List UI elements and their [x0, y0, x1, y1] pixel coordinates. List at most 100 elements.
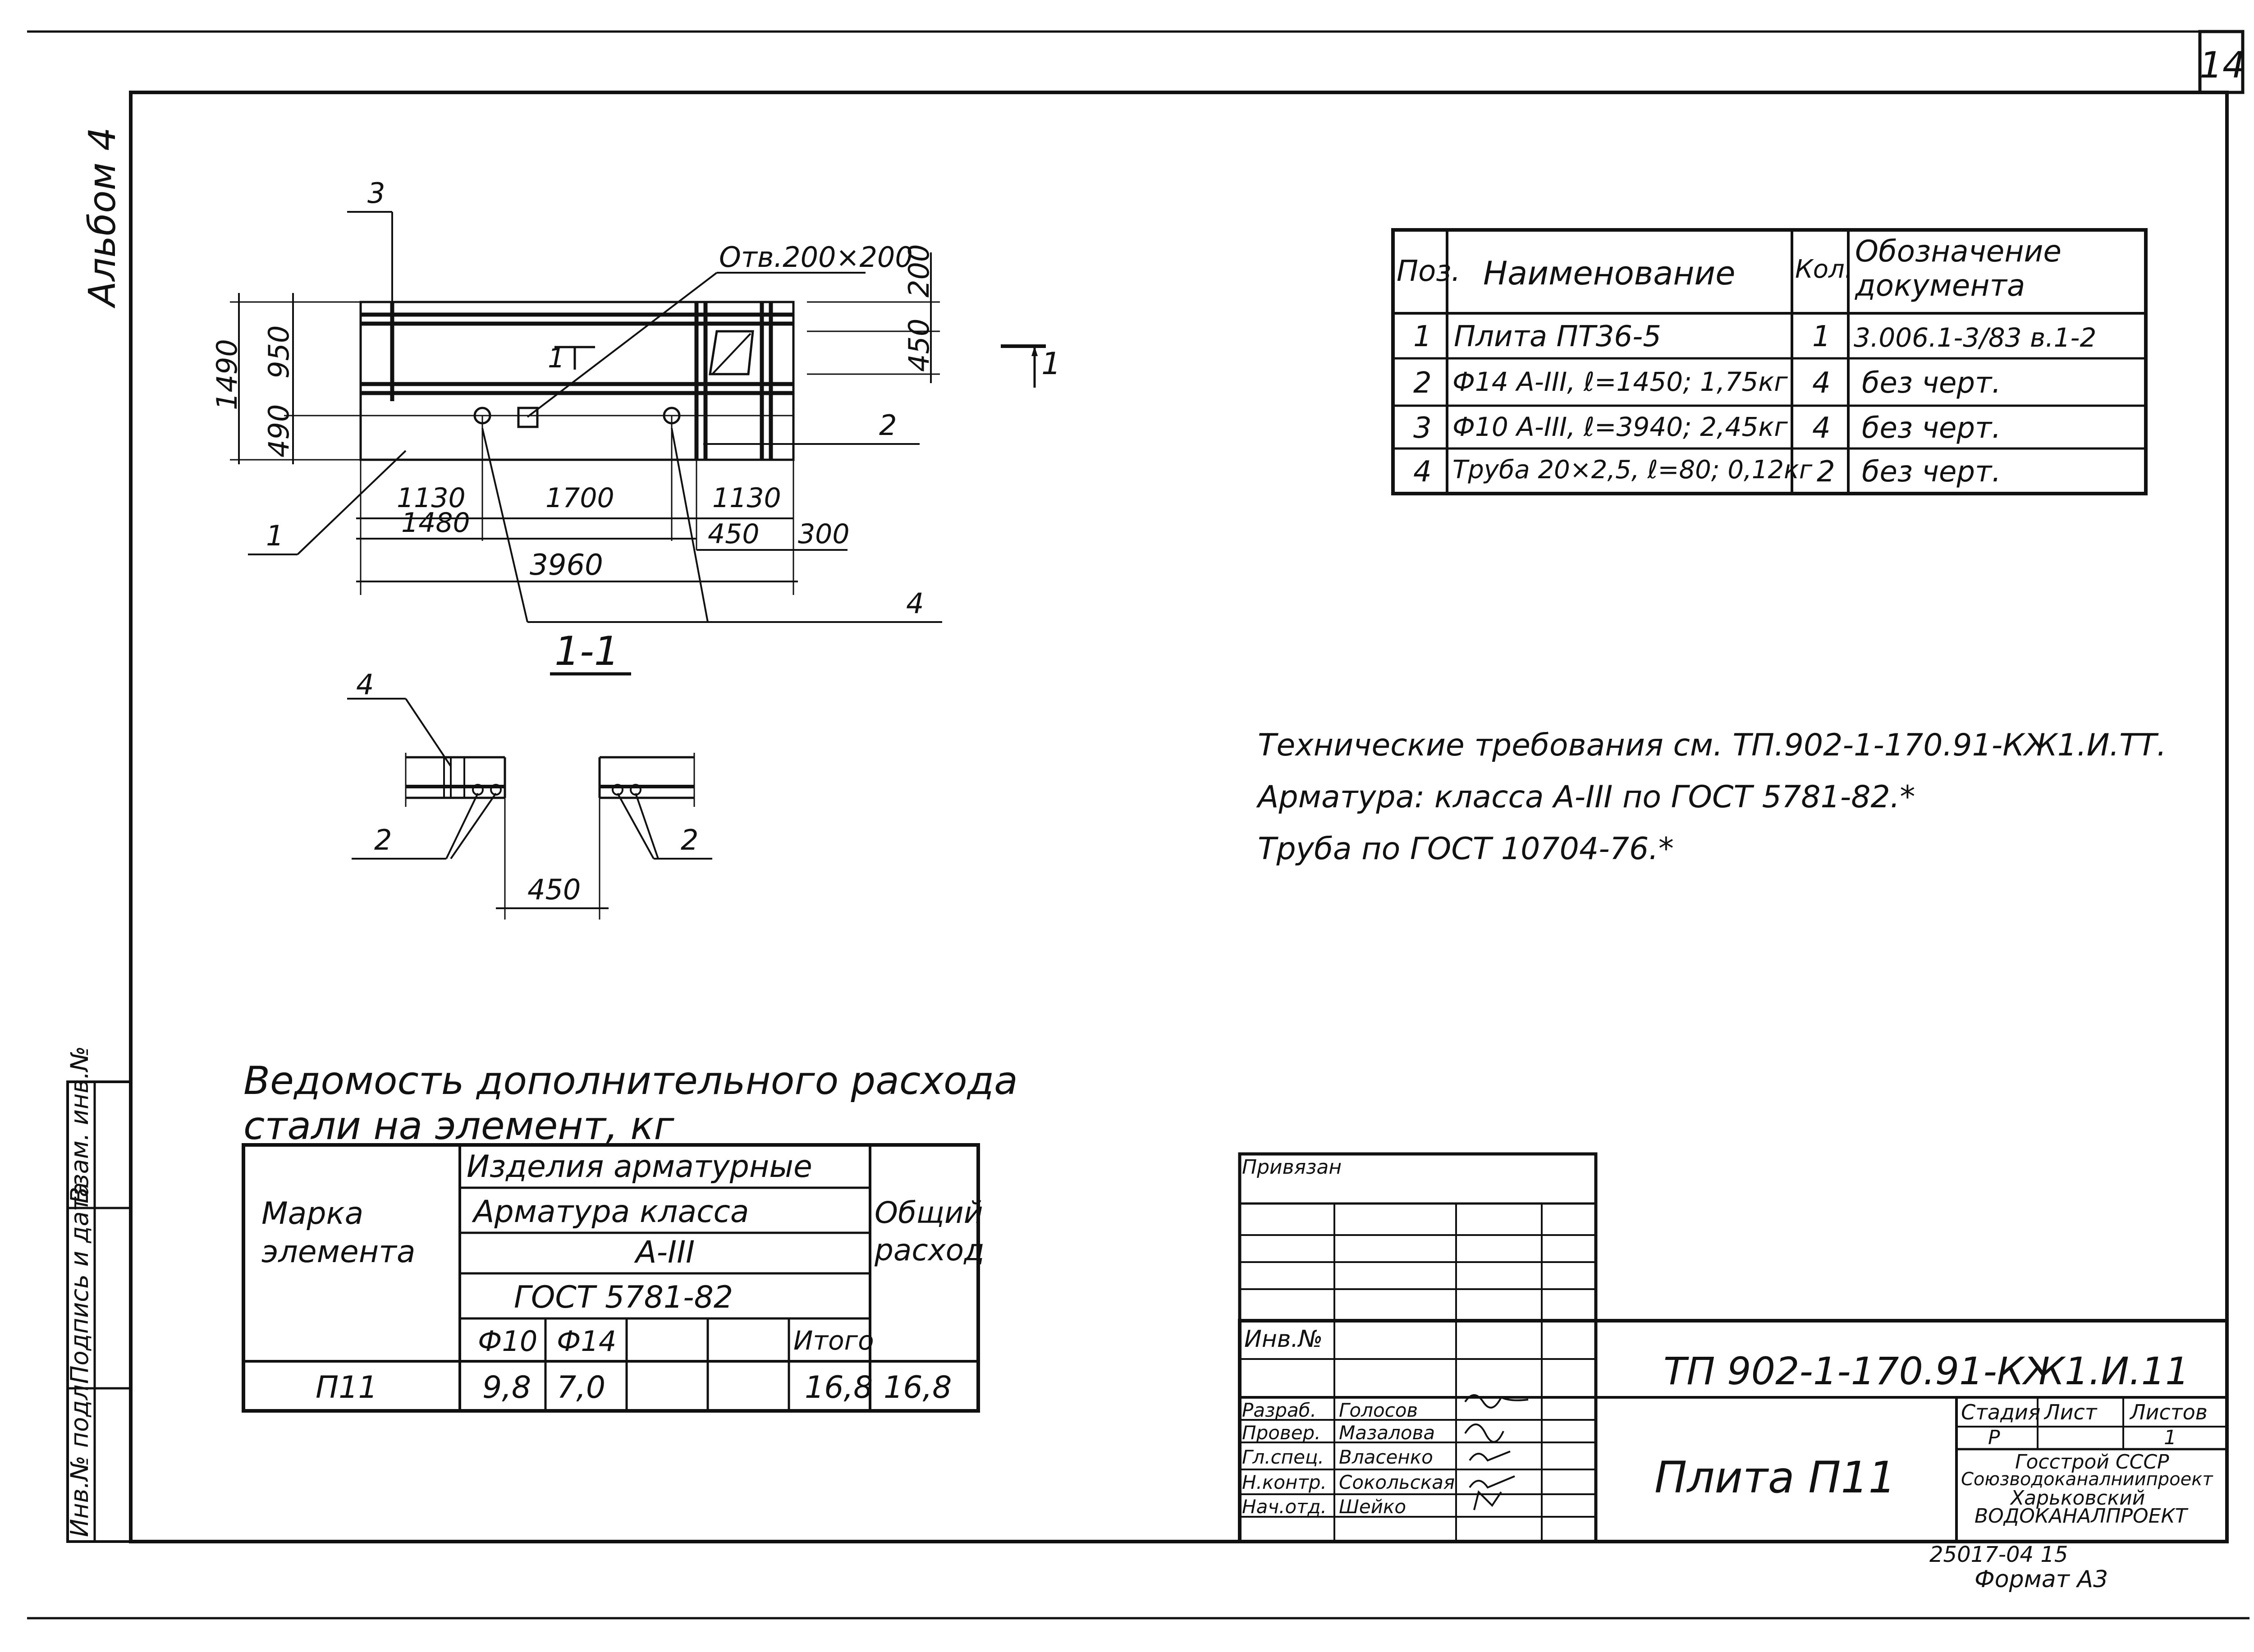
- section-view: 1-1 4 2 2 450: [347, 628, 712, 920]
- footer-archive-no: 25017-04 15: [1929, 1542, 2068, 1567]
- album-label: Альбом 4: [81, 127, 124, 309]
- sheet-number-box: [2198, 30, 2245, 94]
- tb-name-3: Власенко: [1339, 1446, 1433, 1468]
- tb-sheet-header: Лист: [2044, 1400, 2097, 1424]
- dim-200: 200: [903, 244, 935, 297]
- note-2: Арматура: класса А-III по ГОСТ 5781-82.*: [1258, 779, 1915, 815]
- tb-name-1: Голосов: [1339, 1399, 1418, 1421]
- tb-object-name: Плита П11: [1654, 1452, 1896, 1503]
- steel-row-mark: П11: [316, 1370, 378, 1405]
- steel-row-total: 16,8: [884, 1370, 952, 1405]
- signature-4: [1469, 1475, 1515, 1489]
- steel-col-phi14: Ф14: [557, 1325, 617, 1358]
- tb-stage-header: Стадия: [1961, 1400, 2041, 1424]
- dim-450-right: 450: [903, 319, 935, 372]
- section-leader-2r-label: 2: [681, 824, 698, 856]
- tb-code: ТП 902-1-170.91-КЖ1.И.11: [1663, 1349, 2190, 1393]
- section-leader-2l-label: 2: [374, 824, 392, 856]
- spec-r3-doc: без черт.: [1862, 412, 2001, 445]
- spec-r1-qty: 1: [1812, 320, 1831, 353]
- tb-privyazan: Привязан: [1242, 1156, 1342, 1179]
- section-mark-label: 1: [1041, 346, 1061, 382]
- tb-org-2: Союзводоканалниипроект: [1961, 1469, 2213, 1490]
- steel-gost: ГОСТ 5781-82: [514, 1280, 733, 1315]
- leader-3-label: 3: [367, 177, 385, 210]
- spec-r2-pos: 2: [1413, 366, 1432, 400]
- opening-symbol: [709, 330, 754, 375]
- hole-square: [517, 407, 539, 428]
- steel-class-header: Арматура класса: [473, 1194, 749, 1230]
- spec-r4-pos: 4: [1413, 455, 1432, 489]
- dim-1130-right: 1130: [712, 482, 781, 514]
- leader-1: [297, 450, 407, 555]
- tb-sheets-header: Листов: [2130, 1400, 2208, 1424]
- section-dim-450: 450: [527, 873, 581, 906]
- footer-format: Формат А3: [1975, 1566, 2108, 1593]
- signature-5: [1473, 1490, 1502, 1510]
- dim-950: 950: [262, 325, 295, 379]
- spec-header-doc: Обозначение документа: [1855, 234, 2062, 303]
- dim-450-bottom: 450: [708, 518, 760, 550]
- spec-r4-name: Труба 20×2,5, ℓ=80; 0,12кг: [1452, 455, 1813, 485]
- section-leader-2l: [445, 793, 479, 859]
- plan-view: 1 Отв.200×200 3 1 2 4 1490 950 490: [211, 177, 1061, 623]
- steel-table-frame: [242, 1143, 980, 1413]
- steel-group-header: Изделия арматурные: [467, 1149, 812, 1185]
- title-block: [1238, 1152, 2229, 1543]
- tb-inv-no: Инв.№: [1244, 1326, 1323, 1353]
- title-block-frame: [1238, 1319, 2229, 1543]
- spec-r4-qty: 2: [1817, 455, 1835, 489]
- tb-name-4: Сокольская: [1339, 1471, 1455, 1493]
- hole-label: Отв.200×200: [719, 241, 913, 274]
- side-stamp-sign: Подпись и дата: [65, 1182, 94, 1384]
- hole-leader: [527, 272, 718, 418]
- section-title: 1-1: [554, 628, 619, 674]
- tb-name-5: Шейко: [1339, 1496, 1406, 1518]
- spec-table-frame: [1391, 228, 2148, 495]
- steel-row-phi14: 7,0: [557, 1370, 606, 1405]
- section-leader-4: [405, 698, 452, 767]
- section-leader-2l-b: [450, 792, 497, 860]
- steel-row-itogo: 16,8: [805, 1370, 873, 1405]
- dim-300: 300: [798, 518, 850, 550]
- steel-title-1: Ведомость дополнительного расхода: [243, 1058, 1018, 1103]
- steel-row-phi10: 9,8: [482, 1370, 531, 1405]
- spec-header-pos: Поз.: [1397, 255, 1461, 288]
- side-stamp-inv: Инв.№ подл.: [65, 1377, 94, 1537]
- tb-name-2: Мазалова: [1339, 1422, 1435, 1444]
- steel-title-2: стали на элемент, кг: [243, 1103, 674, 1149]
- spec-r4-doc: без черт.: [1862, 455, 2001, 489]
- tb-org-4: ВОДОКАНАЛПРОЕКТ: [1975, 1505, 2187, 1528]
- spec-r2-doc: без черт.: [1862, 366, 2001, 400]
- dim-1130-left: 1130: [397, 482, 466, 514]
- spec-r1-doc: 3.006.1-3/83 в.1-2: [1854, 322, 2097, 353]
- tb-stage: Р: [1988, 1426, 2000, 1449]
- sheet-number: 14: [2199, 44, 2245, 86]
- steel-table: [242, 1143, 980, 1413]
- spec-header-name: Наименование: [1483, 254, 1736, 292]
- note-3: Труба по ГОСТ 10704-76.*: [1258, 831, 1674, 867]
- main-frame: [129, 91, 2229, 1543]
- leader-4b: [671, 428, 709, 622]
- spec-r3-qty: 4: [1812, 412, 1831, 445]
- dim-1700: 1700: [545, 482, 614, 514]
- tb-role-3: Гл.спец.: [1242, 1446, 1324, 1468]
- tb-role-5: Нач.отд.: [1242, 1496, 1327, 1518]
- signature-3: [1469, 1451, 1511, 1462]
- note-1: Технические требования см. ТП.902-1-170.…: [1258, 728, 2167, 763]
- steel-class-value: А-III: [636, 1235, 695, 1270]
- dim-1480: 1480: [401, 507, 470, 539]
- dim-3960: 3960: [530, 549, 603, 582]
- steel-mark-header: Марка элемента: [261, 1196, 416, 1270]
- slab-outline: [359, 301, 795, 461]
- tb-org-1: Госстрой СССР: [2015, 1451, 2169, 1474]
- signature-2: [1464, 1423, 1504, 1443]
- steel-col-phi10: Ф10: [478, 1325, 538, 1358]
- spec-r3-pos: 3: [1413, 412, 1432, 445]
- side-stamp-frame: [66, 1080, 132, 1543]
- section-leader-4-label: 4: [356, 668, 374, 701]
- spec-table: [1391, 228, 2148, 495]
- spec-r3-name: Ф10 А-III, ℓ=3940; 2,45кг: [1452, 412, 1788, 442]
